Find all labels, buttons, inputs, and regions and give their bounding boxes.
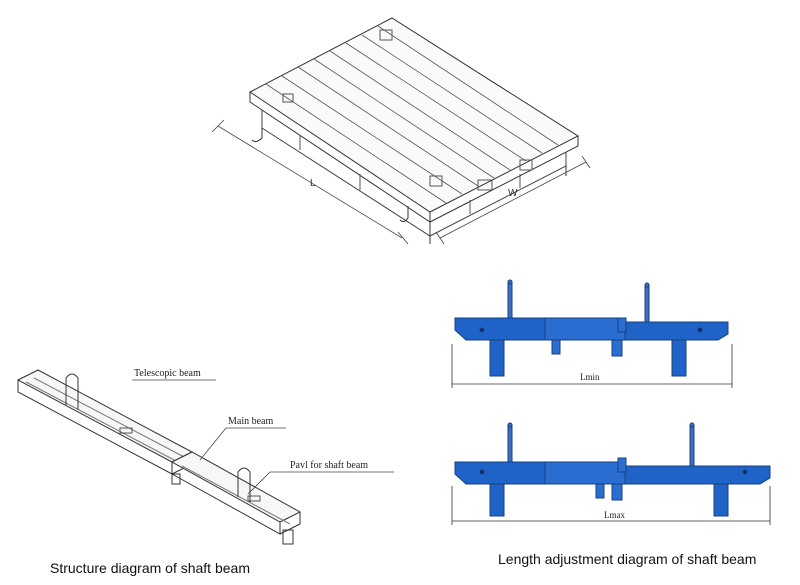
- pallet-dimensions: [211, 119, 591, 245]
- frame-cross-members: [299, 135, 533, 214]
- lmin-dimension: [451, 344, 733, 388]
- shaft-beam-drawing: [16, 369, 302, 545]
- callout-lines: [132, 379, 394, 495]
- lmax-label: Lmax: [604, 510, 625, 520]
- shaft-structure-caption: Structure diagram of shaft beam: [50, 560, 250, 576]
- lmax-lifting-rod-right: [689, 425, 695, 467]
- length-adjustment-caption: Length adjustment diagram of shaft beam: [498, 551, 757, 567]
- pallet-drawing: [249, 17, 580, 244]
- length-label: L: [310, 178, 316, 189]
- main-beam-callout: Main beam: [228, 416, 273, 427]
- lmin-lifting-rod-left: [507, 281, 513, 323]
- length-dimension-line: [217, 125, 403, 239]
- lmin-label: Lmin: [580, 372, 600, 382]
- lmax-lifting-rod-left: [507, 424, 513, 468]
- width-dimension-line: [439, 161, 587, 239]
- beam-lmin: [454, 279, 729, 377]
- lmin-leg-right: [671, 339, 687, 377]
- telescopic-beam-callout: Telescopic beam: [134, 368, 201, 379]
- lmax-dimension: [451, 486, 771, 525]
- deck-slats: [265, 25, 559, 204]
- lmax-leg-left: [489, 483, 505, 517]
- width-label: W: [508, 188, 518, 199]
- lmin-lifting-rod-right: [644, 285, 650, 323]
- pawl-callout: Pavl for shaft beam: [290, 460, 368, 471]
- pallet-hooks: [251, 128, 567, 244]
- beam-lmax: [454, 422, 771, 517]
- lmin-leg-left: [489, 339, 505, 377]
- lmax-leg-right: [713, 483, 729, 517]
